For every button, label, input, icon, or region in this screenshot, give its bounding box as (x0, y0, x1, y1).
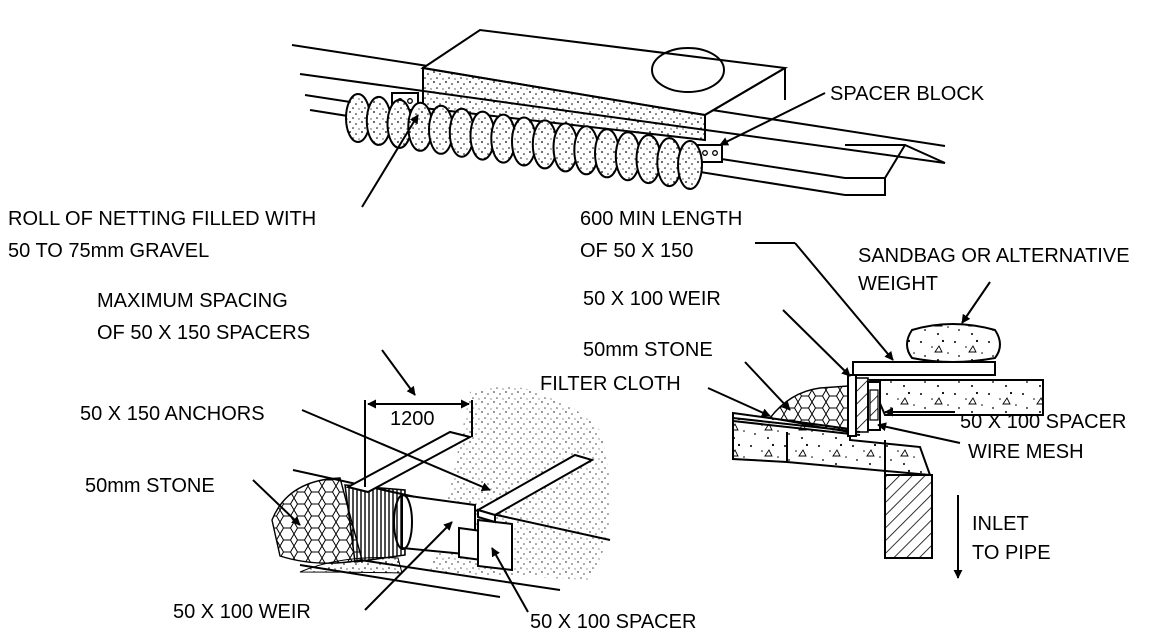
label-max-spacing-line1: MAXIMUM SPACING (97, 290, 288, 312)
label-weir-right: 50 X 100 WEIR (583, 288, 721, 310)
label-filter-cloth: FILTER CLOTH (540, 373, 681, 395)
label-spacer-right: 50 X 100 SPACER (960, 411, 1126, 433)
label-inlet-line2: TO PIPE (972, 542, 1051, 564)
label-max-spacing-line2: OF 50 X 150 SPACERS (97, 322, 310, 344)
label-roll-line1: ROLL OF NETTING FILLED WITH (8, 208, 316, 230)
anchor-left (345, 430, 473, 494)
label-sandbag-line1: SANDBAG OR ALTERNATIVE (858, 245, 1130, 267)
labels: SPACER BLOCK ROLL OF NETTING FILLED WITH… (8, 83, 1130, 633)
label-anchors: 50 X 150 ANCHORS (80, 403, 265, 425)
leader-lines (252, 92, 991, 613)
label-spacer-bottom: 50 X 100 SPACER (530, 611, 696, 633)
bottom-left-weir-view (271, 386, 611, 598)
label-wire-mesh: WIRE MESH (968, 441, 1084, 463)
label-weir-bottom: 50 X 100 WEIR (173, 601, 311, 623)
grate-opening-icon (651, 47, 725, 93)
gravel-roll-segment (677, 140, 703, 190)
weir-plank (847, 374, 857, 437)
gravel-roll (345, 93, 703, 190)
label-stone-right: 50mm STONE (583, 339, 713, 361)
label-stone-left: 50mm STONE (85, 475, 215, 497)
top-board (852, 361, 996, 376)
label-spacer-block: SPACER BLOCK (830, 83, 985, 105)
top-curb-inlet-view (291, 28, 946, 196)
label-sandbag-line2: WEIGHT (858, 273, 938, 295)
label-roll-line2: 50 TO 75mm GRAVEL (8, 240, 209, 262)
label-dimension: 1200 (390, 408, 435, 430)
sandbag (906, 323, 1001, 363)
label-min-length-line2: OF 50 X 150 (580, 240, 693, 262)
label-inlet-line1: INLET (972, 513, 1029, 535)
right-section-view (732, 323, 1044, 579)
label-min-length-line1: 600 MIN LENGTH (580, 208, 742, 230)
